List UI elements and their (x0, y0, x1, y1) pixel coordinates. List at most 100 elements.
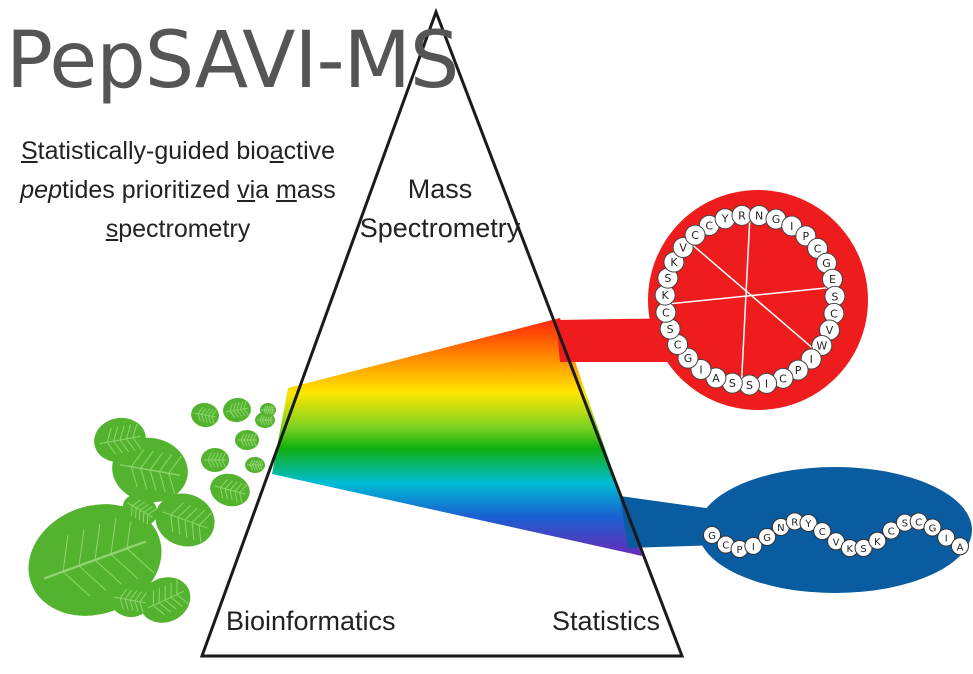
amino-acid-bead: S (824, 285, 846, 307)
rainbow-beam (272, 318, 642, 556)
svg-text:P: P (802, 230, 809, 243)
svg-text:G: G (929, 523, 937, 534)
svg-text:C: C (814, 242, 822, 255)
svg-text:S: S (746, 379, 753, 392)
svg-text:P: P (737, 545, 743, 556)
leaf-icon (155, 493, 215, 547)
amino-acid-bead: I (937, 528, 956, 547)
subtitle-line-2: peptides prioritized via mass (8, 171, 348, 210)
svg-text:A: A (957, 542, 964, 553)
svg-text:K: K (670, 256, 678, 269)
svg-text:P: P (795, 364, 802, 377)
amino-acid-bead: A (705, 367, 727, 389)
svg-text:S: S (729, 377, 736, 390)
svg-text:I: I (699, 363, 702, 376)
svg-text:I: I (945, 534, 948, 545)
leaf-icon (191, 402, 219, 428)
svg-text:S: S (831, 290, 838, 303)
svg-text:C: C (662, 306, 670, 319)
amino-acid-bead: C (655, 301, 677, 323)
vertex-label-top: Mass Spectrometry (359, 174, 521, 244)
svg-text:S: S (664, 272, 671, 285)
disulfide-bond (687, 240, 818, 353)
svg-text:C: C (722, 541, 729, 552)
svg-text:Y: Y (804, 519, 812, 530)
amino-acid-bead: S (738, 374, 760, 396)
svg-text:C: C (705, 219, 713, 232)
svg-text:E: E (829, 273, 836, 286)
svg-text:C: C (819, 527, 826, 538)
svg-text:C: C (915, 517, 922, 528)
svg-text:K: K (846, 544, 853, 555)
leaf-icon (122, 494, 158, 526)
prism-triangle (199, 7, 685, 658)
amino-acid-bead: P (787, 359, 809, 381)
amino-acid-bead: C (772, 367, 794, 389)
svg-text:Y: Y (721, 213, 729, 226)
svg-text:I: I (790, 220, 793, 233)
subtitle-segment: ass (296, 175, 336, 204)
amino-acid-bead: K (654, 284, 676, 306)
amino-acid-bead: G (703, 526, 721, 544)
svg-text:V: V (826, 324, 834, 337)
leaf-icon (260, 403, 276, 417)
amino-acid-bead: C (684, 224, 706, 246)
svg-text:G: G (708, 531, 716, 542)
page-title: PepSAVI-MS (6, 16, 459, 106)
svg-text:R: R (791, 517, 798, 528)
subtitle-segment: vi (237, 175, 256, 204)
disulfide-bond (740, 214, 751, 385)
subtitle: Statistically-guided bioactive peptides … (8, 132, 348, 248)
amino-acid-bead: C (882, 521, 901, 540)
leaf-icon (223, 397, 251, 423)
subtitle-segment: S (20, 137, 38, 165)
svg-text:R: R (738, 209, 746, 222)
leaf-icon (139, 577, 191, 623)
leaf-icon (201, 448, 229, 472)
amino-acid-bead: C (813, 522, 832, 541)
leaf-icon (245, 457, 265, 473)
subtitle-segment: a (255, 175, 276, 204)
subtitle-segment: tatistically-guided bio (37, 137, 270, 165)
svg-text:N: N (755, 209, 763, 222)
subtitle-segment: pectrometry (118, 214, 251, 243)
svg-text:I: I (765, 377, 768, 390)
svg-text:A: A (712, 372, 720, 385)
vertex-label-right: Statistics (552, 606, 661, 636)
subtitle-segment: ctive (283, 137, 336, 165)
svg-text:I: I (752, 542, 755, 553)
svg-text:I: I (810, 353, 813, 366)
svg-text:S: S (902, 519, 908, 530)
leaf-icon (94, 417, 146, 463)
subtitle-segment: s (105, 214, 119, 243)
amino-acid-bead: C (823, 302, 845, 324)
subtitle-segment: pep (20, 175, 62, 204)
svg-text:K: K (874, 537, 881, 548)
leaf-icon (110, 582, 150, 618)
amino-acid-bead: G (758, 527, 777, 546)
svg-text:N: N (777, 523, 784, 534)
subtitle-line-1: Statistically-guided bioactive (8, 132, 348, 171)
svg-text:G: G (772, 213, 781, 226)
amino-acid-bead: I (744, 536, 763, 555)
subtitle-line-3: spectrometry (8, 210, 348, 249)
amino-acid-bead: G (923, 518, 942, 537)
svg-text:V: V (833, 537, 840, 548)
svg-text:S: S (667, 323, 674, 336)
subtitle-segment: a (269, 137, 284, 165)
amino-acid-bead: C (909, 512, 928, 531)
disulfide-bond (665, 286, 835, 306)
svg-text:C: C (674, 338, 682, 351)
leaf-icon (210, 473, 250, 507)
svg-text:G: G (763, 533, 771, 544)
svg-text:C: C (779, 372, 787, 385)
vertex-label-left: Bioinformatics (226, 606, 396, 636)
amino-acid-bead: Y (799, 513, 818, 532)
svg-text:C: C (691, 229, 699, 242)
